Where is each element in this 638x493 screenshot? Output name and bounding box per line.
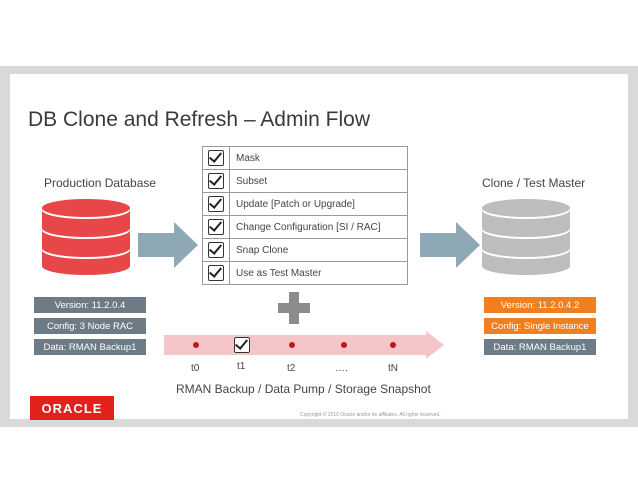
- left-data-tag: Data: RMAN Backup1: [34, 339, 146, 355]
- step-label: Subset: [236, 175, 268, 187]
- right-config-tag: Config: Single Instance: [484, 318, 596, 334]
- tick-label-t0: t0: [191, 363, 200, 374]
- step-label: Use as Test Master: [236, 267, 322, 279]
- oracle-logo: ORACLE: [30, 396, 114, 420]
- checkbox-checked-icon[interactable]: [208, 219, 224, 235]
- checkbox-checked-icon[interactable]: [208, 242, 224, 258]
- left-flow-arrow: [138, 222, 198, 268]
- tick-label-ellipsis: ….: [335, 363, 348, 374]
- step-label: Update [Patch or Upgrade]: [236, 198, 355, 210]
- step-row-subset: Subset: [202, 170, 408, 193]
- checkbox-checked-icon[interactable]: [234, 337, 250, 353]
- right-version-tag: Version: 11.2.0.4.2: [484, 297, 596, 313]
- step-row-use-as-test-master: Use as Test Master: [202, 262, 408, 285]
- timeline-dot-ellipsis: [341, 342, 347, 348]
- timeline-dot-t0: [193, 342, 199, 348]
- step-row-change-configuration: Change Configuration [SI / RAC]: [202, 216, 408, 239]
- page-title: DB Clone and Refresh – Admin Flow: [28, 108, 370, 131]
- timeline-arrow: [164, 331, 444, 359]
- step-row-update: Update [Patch or Upgrade]: [202, 193, 408, 216]
- step-row-snap-clone: Snap Clone: [202, 239, 408, 262]
- left-version-tag: Version: 11.2.0.4: [34, 297, 146, 313]
- checkbox-checked-icon[interactable]: [208, 150, 224, 166]
- timeline-caption: RMAN Backup / Data Pump / Storage Snapsh…: [176, 382, 431, 396]
- step-row-mask: Mask: [202, 146, 408, 170]
- timeline-dot-t2: [289, 342, 295, 348]
- production-database-icon: [42, 199, 130, 275]
- clone-database-icon: [482, 199, 570, 275]
- checkbox-checked-icon[interactable]: [208, 196, 224, 212]
- tick-label-tn: tN: [388, 363, 398, 374]
- tick-label-t1: t1: [237, 361, 246, 372]
- step-label: Change Configuration [SI / RAC]: [236, 221, 381, 233]
- right-flow-arrow: [420, 222, 480, 268]
- plus-icon: [278, 292, 310, 324]
- timeline-checkbox-t1: [234, 337, 250, 353]
- steps-checklist: Mask Subset Update [Patch or Upgrade] Ch…: [202, 146, 408, 285]
- right-data-tag: Data: RMAN Backup1: [484, 339, 596, 355]
- checkbox-checked-icon[interactable]: [208, 265, 224, 281]
- checkbox-checked-icon[interactable]: [208, 173, 224, 189]
- tick-label-t2: t2: [287, 363, 296, 374]
- left-config-tag: Config: 3 Node RAC: [34, 318, 146, 334]
- step-label: Mask: [236, 152, 260, 164]
- production-database-label: Production Database: [44, 176, 157, 190]
- copyright-notice: Copyright © 2016 Oracle and/or its affil…: [300, 412, 441, 418]
- timeline-dot-tn: [390, 342, 396, 348]
- clone-test-master-label: Clone / Test Master: [482, 176, 586, 190]
- step-label: Snap Clone: [236, 244, 289, 256]
